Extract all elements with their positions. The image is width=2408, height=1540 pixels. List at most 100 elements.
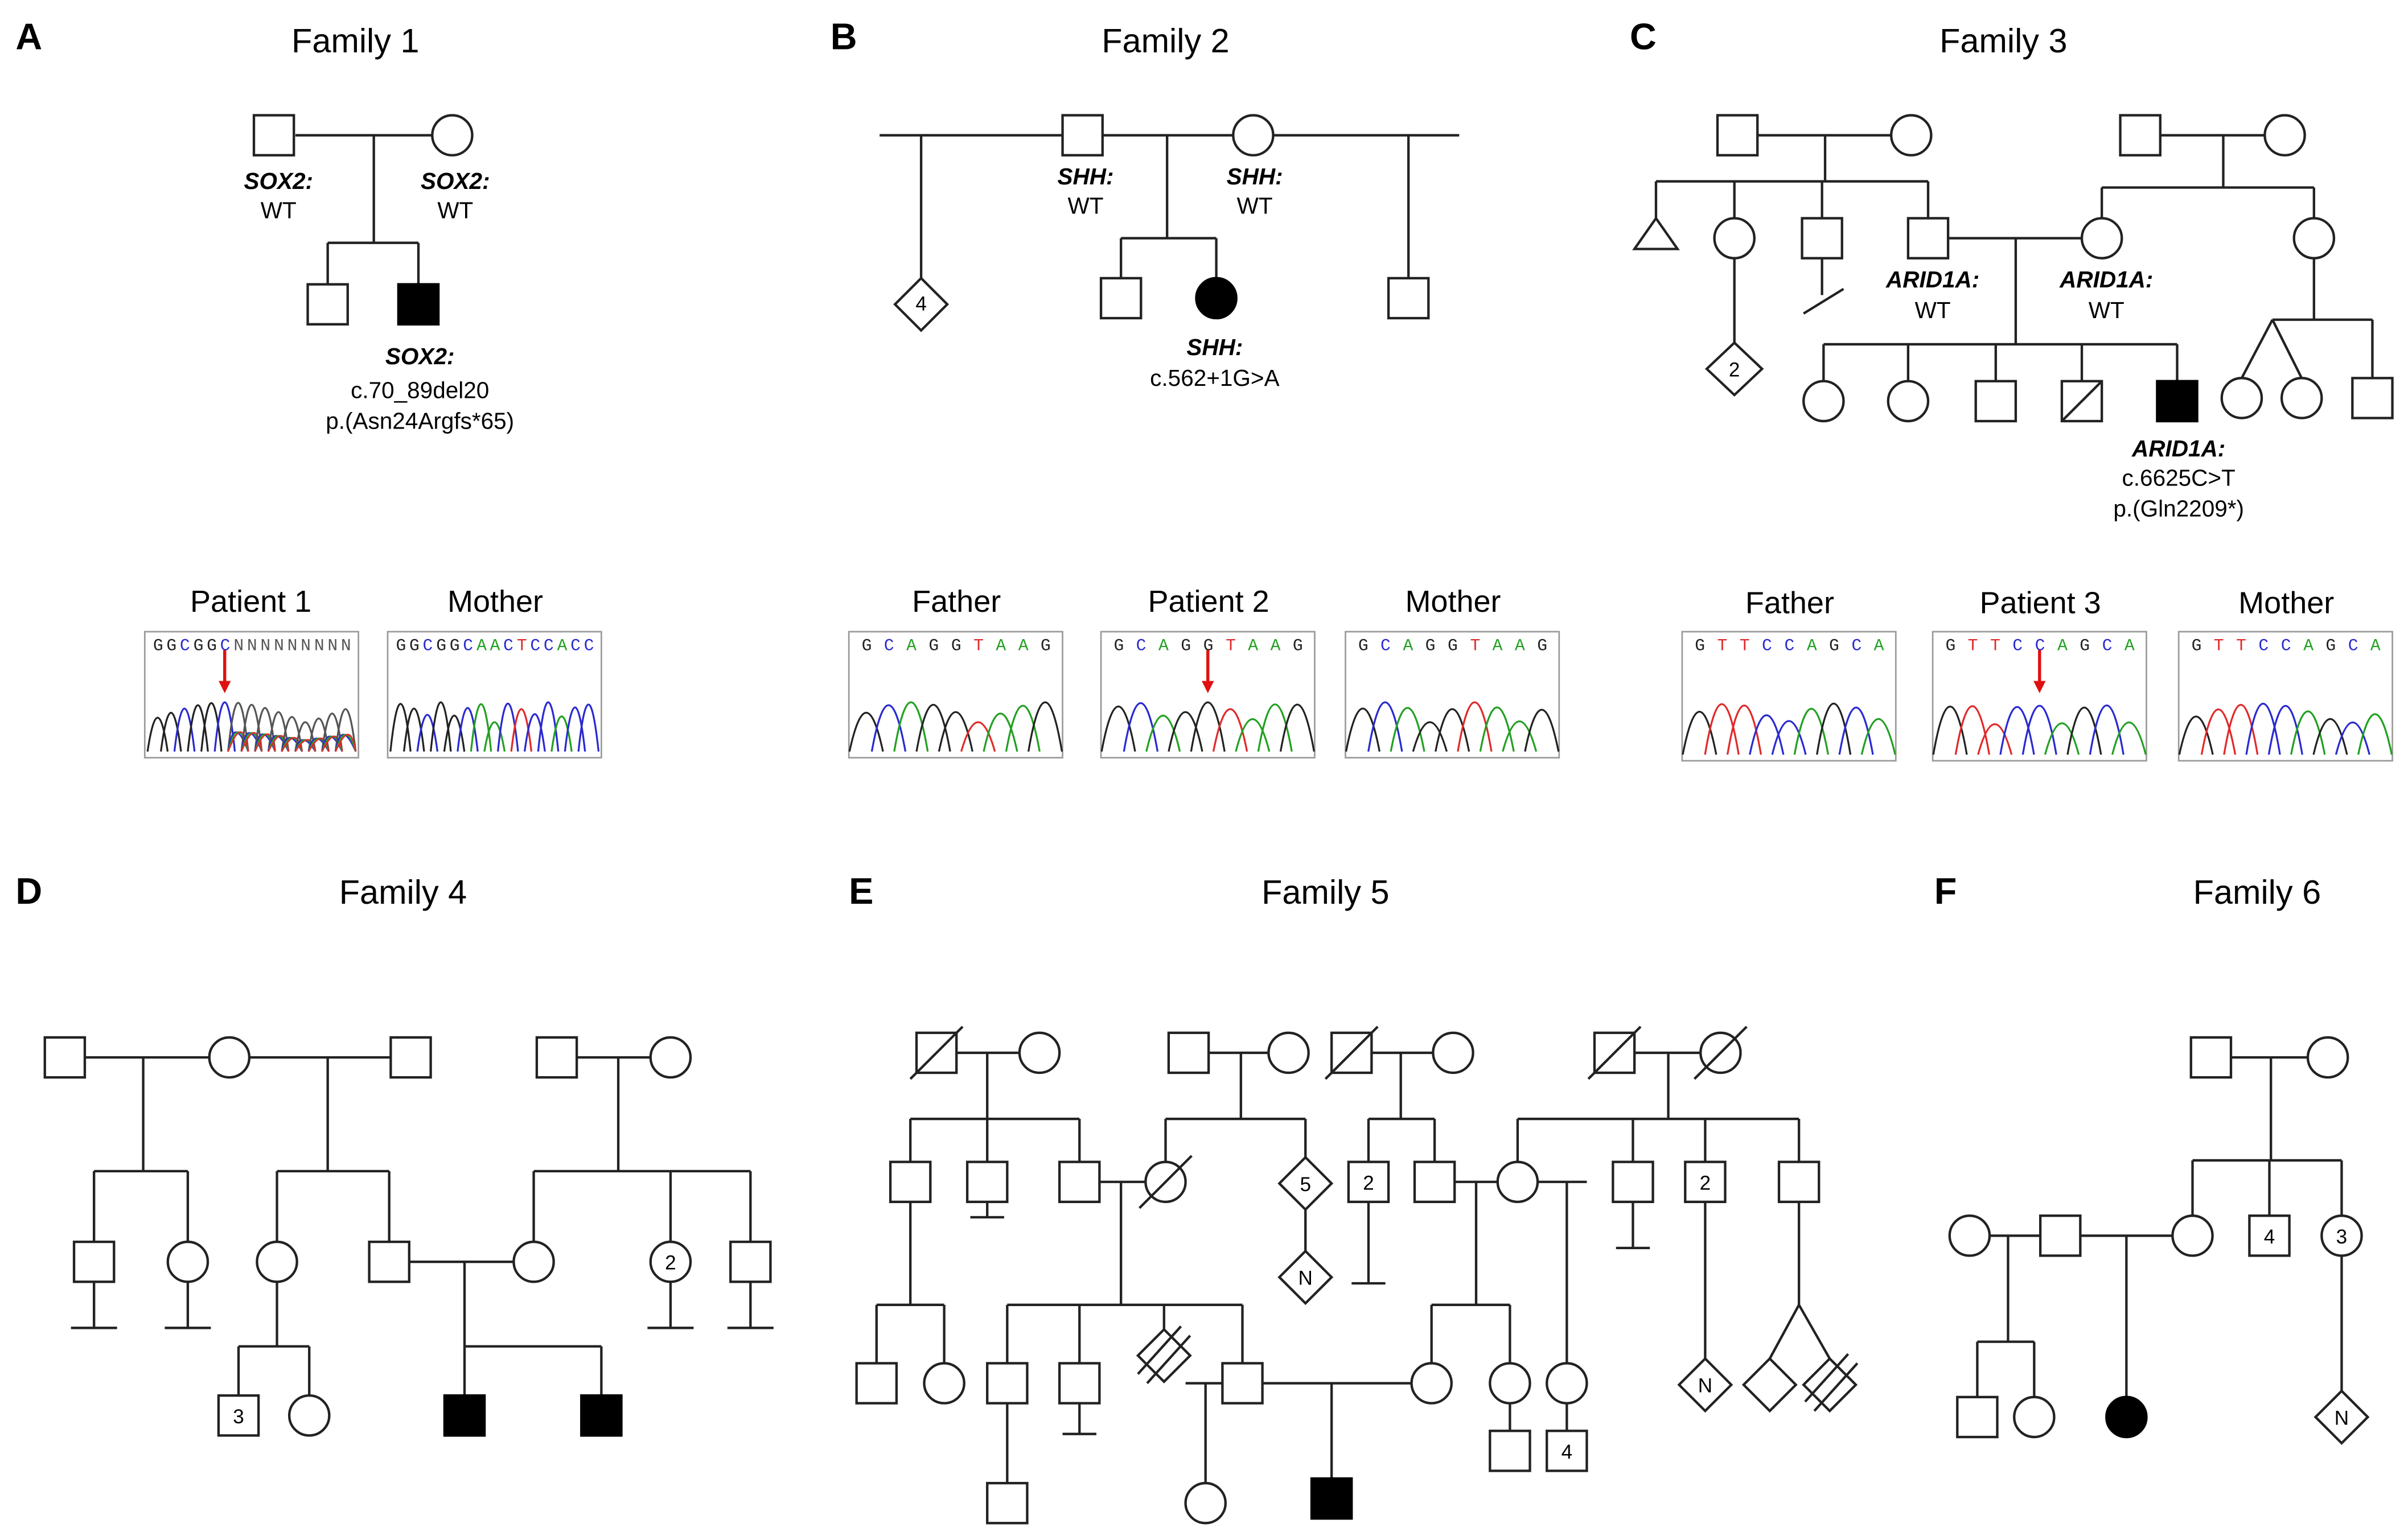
family-2-trace-father-peak <box>870 704 907 752</box>
family-3-trace-father-peak <box>1682 711 1717 755</box>
family-3-trace-mother-peak <box>2312 718 2348 755</box>
family-3-trace-father-frame <box>1681 631 1897 762</box>
family-3-trace-mother-peak <box>2223 704 2259 755</box>
family-1-trace-patient-overlap-peak <box>240 732 263 752</box>
family-2-trace-father-peak <box>983 713 1018 752</box>
family-4-aunt <box>166 1240 209 1283</box>
family-1-father <box>252 114 295 157</box>
family-1-trace-mother-peak <box>577 703 600 752</box>
family-2-trace-father-peak <box>893 701 929 752</box>
family-3-trace-patient-peak <box>2111 721 2147 755</box>
family-2-father <box>1061 114 1104 157</box>
family-3-grandmother-right <box>2263 114 2306 157</box>
family-3-trace-patient-peak <box>2044 722 2080 755</box>
family-3-trace-mother-peak <box>2178 715 2214 755</box>
family-5-twin-diamond-2 <box>1802 1357 1858 1413</box>
family-4-title: Family 4 <box>339 873 467 911</box>
family-3-trace-mother-label: Mother <box>2238 586 2334 620</box>
family-1-proband-protein: p.(Asn24Argfs*65) <box>326 407 514 434</box>
family-4-pedigree <box>43 1036 774 1437</box>
family-3-twin-1 <box>2220 377 2263 419</box>
family-3-father-gene: ARID1A: <box>1885 266 1979 293</box>
family-2-trace-mother-peak <box>1412 721 1448 752</box>
panel-letter-b: B <box>831 15 857 57</box>
family-3-trace-patient-peak <box>2066 706 2102 755</box>
family-5-count-c: 2 <box>1700 1172 1711 1194</box>
family-2-trace-mother-peak <box>1524 709 1560 752</box>
family-3-trace-father-peak <box>1838 706 1874 755</box>
family-3-cousin <box>2351 377 2394 419</box>
family-1-trace-patient-overlap-peak <box>268 735 290 752</box>
family-2-brother <box>1099 277 1143 320</box>
family-6-count-aunts: 3 <box>2336 1226 2348 1248</box>
family-4-proband-2 <box>580 1394 623 1437</box>
family-5-gen2-sibs-diamond <box>1277 1155 1334 1212</box>
family-2-mother-result: WT <box>1237 192 1273 219</box>
family-5-gen2-males-count <box>1347 1160 1390 1204</box>
family-6-note-diamond <box>2314 1389 2370 1445</box>
family-2-mother-gene: SHH: <box>1227 163 1283 190</box>
family-1-trace-patient-peak <box>187 704 209 752</box>
family-2-trace-patient-peak <box>1235 718 1271 752</box>
family-5-note-diamond-2 <box>1677 1357 1733 1413</box>
family-1-proband-cdna: c.70_89del20 <box>351 377 489 403</box>
family-1-trace-patient-peak <box>160 711 182 752</box>
family-5-count-a: 5 <box>1300 1173 1311 1196</box>
family-2-sibs-diamond <box>893 276 950 332</box>
family-1-trace-mother-peak <box>483 721 506 752</box>
family-5-gen1-female-b <box>1267 1031 1310 1074</box>
family-2-proband <box>1195 277 1238 320</box>
family-3-trace-father-peak <box>1771 720 1807 755</box>
family-5-gen4-males-count <box>1546 1430 1588 1472</box>
family-1-brother <box>306 283 349 326</box>
family-6-grandfather <box>2189 1036 2233 1079</box>
family-2-trace-mother-peak <box>1345 707 1380 752</box>
family-4-count-cousins: 3 <box>233 1406 244 1428</box>
family-1-trace-mother-peak <box>389 703 412 752</box>
panel-letter-d: D <box>15 870 42 912</box>
family-3-trace-father-label: Father <box>1745 586 1834 620</box>
family-2-trace-patient-peak <box>1145 714 1181 752</box>
family-3-trace-mother-peak <box>2357 713 2393 755</box>
family-3-trace-patient-peak <box>1932 705 1968 755</box>
family-3-maternal-aunt <box>2292 217 2336 260</box>
family-1-trace-patient-peak <box>240 703 263 752</box>
family-1-pedigree <box>252 114 474 326</box>
family-1-title: Family 1 <box>291 22 419 60</box>
family-3-trace-mother-peak <box>2267 705 2303 755</box>
family-3-trace-patient-peak <box>1999 706 2035 755</box>
family-2-trace-father-label: Father <box>912 584 1001 619</box>
family-2-trace-mother-peak <box>1502 720 1538 752</box>
family-5-father <box>1221 1362 1264 1405</box>
family-3-trace-father-peak <box>1726 704 1762 755</box>
family-5-note-2: N <box>1698 1375 1712 1397</box>
family-1-trace-patient-peak <box>254 707 276 752</box>
family-1-mother-gene: SOX2: <box>421 168 490 194</box>
family-5-gen4-male-2 <box>1489 1430 1531 1472</box>
family-3-brother <box>1974 380 2017 423</box>
family-1-trace-mother-peak <box>523 713 546 752</box>
family-5-note-1: N <box>1298 1267 1313 1290</box>
family-1-trace-patient-overlap-peak <box>321 735 343 752</box>
family-1-father-gene: SOX2: <box>244 168 313 194</box>
family-4-grandmother <box>208 1036 251 1079</box>
panel-f: F Family 6 <box>1934 870 2370 1445</box>
family-1-proband-gene: SOX2: <box>385 343 455 369</box>
family-4-maternal-uncle <box>729 1240 772 1283</box>
family-1-trace-patient-frame <box>143 631 360 759</box>
family-5-gen3-deceased-diamond <box>1136 1327 1192 1383</box>
family-5-twin-diamond-1 <box>1741 1357 1798 1413</box>
family-2-trace-mother-label: Mother <box>1405 584 1501 619</box>
family-2-trace-patient-label: Patient 2 <box>1148 584 1269 619</box>
family-5-proband <box>1310 1477 1353 1520</box>
